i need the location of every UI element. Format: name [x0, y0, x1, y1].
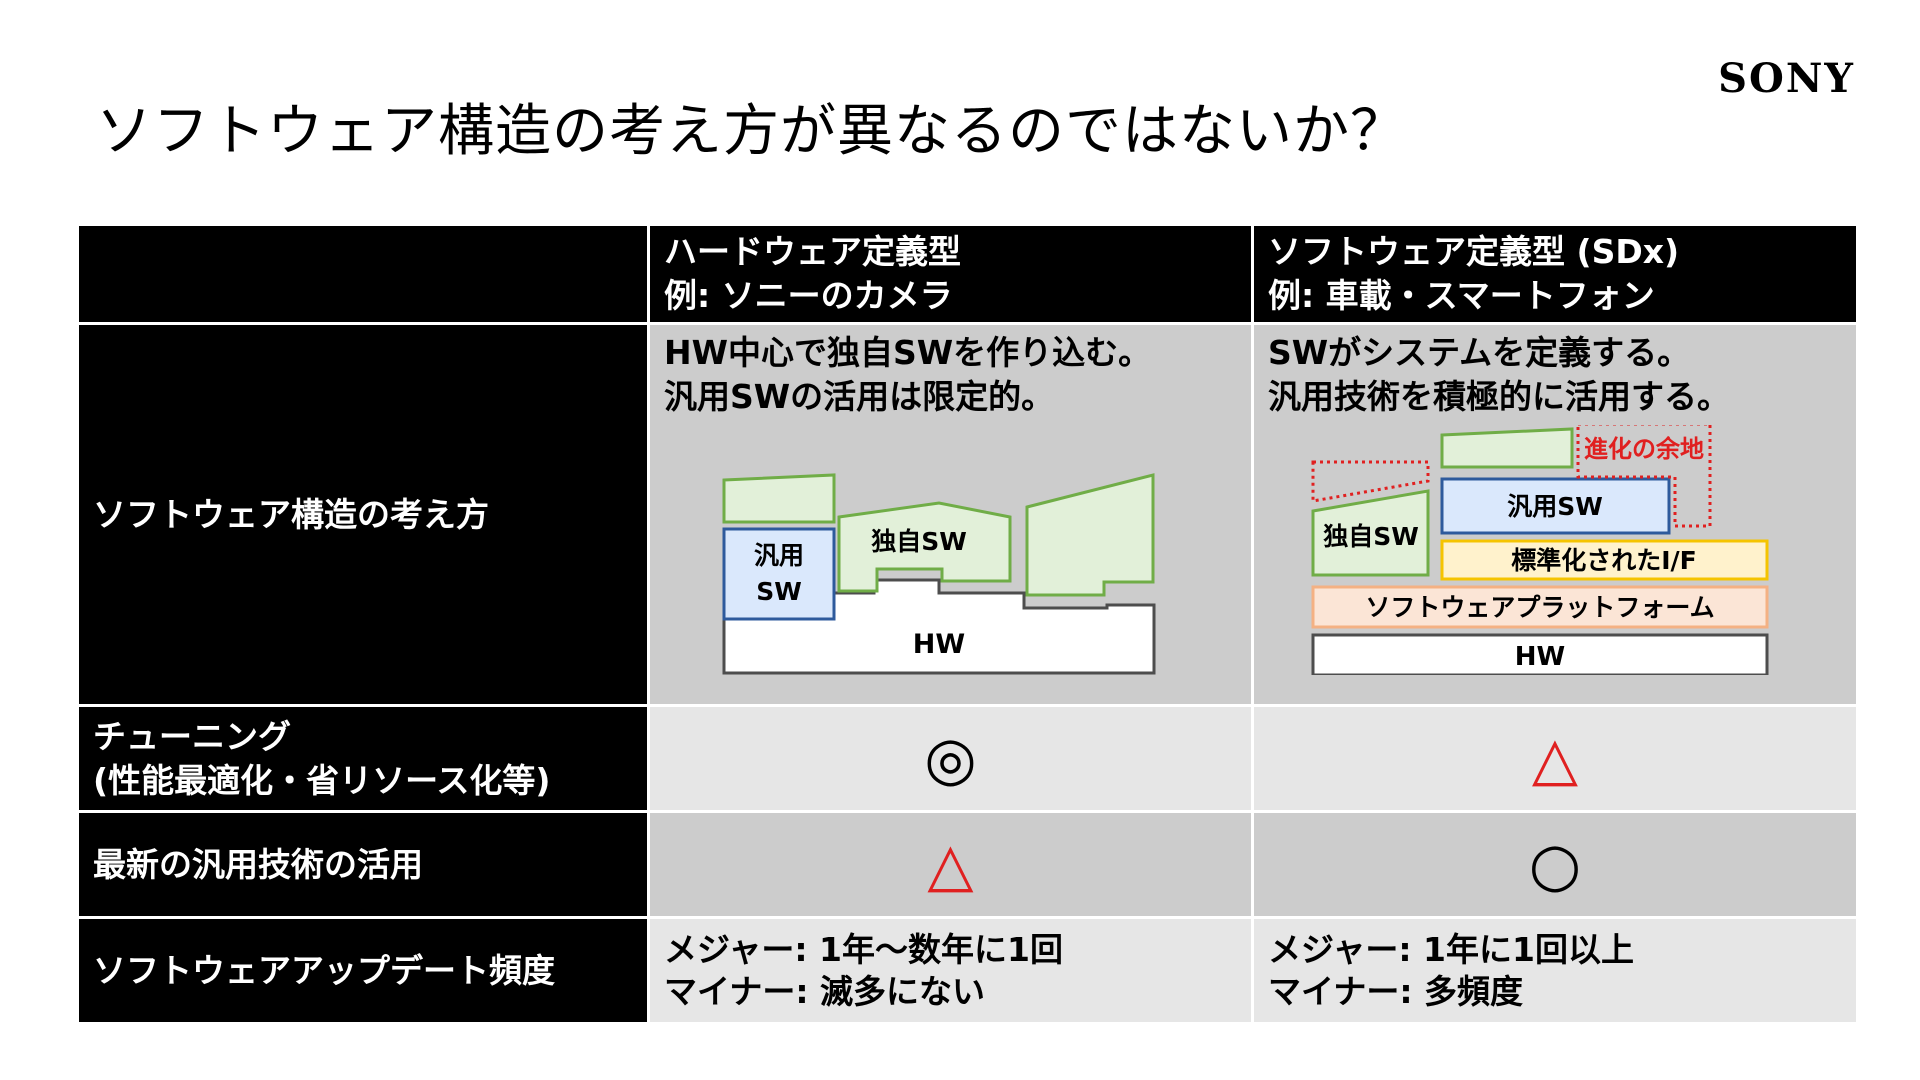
update-hw-major: メジャー: 1年〜数年に1回	[664, 929, 1063, 969]
own-sw-right-block	[1025, 473, 1155, 597]
update-freq-sw-cell: メジャー: 1年に1回以上 マイナー: 多頻度	[1251, 916, 1859, 1025]
platform-block	[1311, 585, 1769, 629]
update-sw-minor: マイナー: 多頻度	[1268, 971, 1524, 1011]
sw-hw-block	[1311, 633, 1769, 675]
latest-tech-row-label: 最新の汎用技術の活用	[76, 810, 650, 919]
header-hw-title: ハードウェア定義型	[664, 232, 961, 271]
sw-hw-label: HW	[1515, 642, 1565, 672]
platform-label: ソフトウェアプラットフォーム	[1365, 593, 1714, 622]
own-sw-top-block	[722, 473, 836, 524]
generic-sw-block	[722, 527, 836, 621]
structure-hw-desc: HW中心で独自SWを作り込む。 汎用SWの活用は限定的。	[664, 325, 1237, 419]
latest-tech-row: 最新の汎用技術の活用 △ ○	[76, 810, 1859, 919]
update-hw-minor: マイナー: 滅多にない	[664, 971, 986, 1011]
tuning-label-line1: チューニング	[93, 716, 291, 756]
room-label: 進化の余地	[1584, 435, 1704, 463]
structure-row-label: ソフトウェア構造の考え方	[76, 322, 650, 707]
header-sw-defined: ソフトウェア定義型 (SDx) 例: 車載・スマートフォン	[1251, 223, 1859, 325]
structure-row: ソフトウェア構造の考え方 HW中心で独自SWを作り込む。 汎用SWの活用は限定的…	[76, 322, 1859, 707]
structure-sw-desc-line2: 汎用技術を積極的に活用する。	[1268, 377, 1730, 416]
tuning-sw-cell: △	[1251, 704, 1859, 813]
std-if-block	[1440, 539, 1769, 581]
page-title: ソフトウェア構造の考え方が異なるのではないか？	[96, 99, 1407, 164]
structure-sw-desc: SWがシステムを定義する。 汎用技術を積極的に活用する。	[1268, 325, 1842, 419]
sw-defined-diagram: HW ソフトウェアプラットフォーム 標準化されたI/F 汎用SW 独自SW 進化…	[1311, 425, 1769, 675]
latest-tech-hw-cell: △	[647, 810, 1254, 919]
structure-hw-cell: HW中心で独自SWを作り込む。 汎用SWの活用は限定的。 HW 汎用 SW 独自…	[647, 322, 1254, 707]
generic-sw-label-sdx: 汎用SW	[1507, 492, 1603, 521]
generic-sw-top-block	[1440, 427, 1574, 469]
tuning-label-line2: (性能最適化・省リソース化等)	[93, 760, 551, 800]
structure-hw-desc-line1: HW中心で独自SWを作り込む。	[664, 333, 1152, 372]
tuning-row: チューニング (性能最適化・省リソース化等) ◎ △	[76, 704, 1859, 813]
generic-sw-label-2: SW	[756, 577, 802, 606]
triangle-icon: △	[927, 829, 974, 900]
update-freq-row-label: ソフトウェアアップデート頻度	[76, 916, 650, 1025]
tuning-hw-cell: ◎	[647, 704, 1254, 813]
sony-logo: SONY	[1718, 55, 1855, 102]
own-sw-block-sdx	[1311, 489, 1430, 577]
latest-tech-sw-cell: ○	[1251, 810, 1859, 919]
own-sw-label-sdx: 独自SW	[1323, 522, 1419, 551]
own-sw-block	[837, 501, 1012, 593]
room-outline-right	[1576, 425, 1712, 528]
generic-sw-label-1: 汎用	[754, 541, 804, 570]
structure-sw-cell: SWがシステムを定義する。 汎用技術を積極的に活用する。 HW ソフトウェアプラ…	[1251, 322, 1859, 707]
update-sw-major: メジャー: 1年に1回以上	[1268, 929, 1634, 969]
structure-hw-desc-line2: 汎用SWの活用は限定的。	[664, 377, 1055, 416]
header-hw-defined: ハードウェア定義型 例: ソニーのカメラ	[647, 223, 1254, 325]
tuning-row-label: チューニング (性能最適化・省リソース化等)	[76, 704, 650, 813]
std-if-label: 標準化されたI/F	[1511, 546, 1697, 575]
room-outline-left	[1311, 460, 1430, 503]
header-empty-cell	[76, 223, 650, 325]
structure-sw-desc-line1: SWがシステムを定義する。	[1268, 333, 1691, 372]
header-hw-example: 例: ソニーのカメラ	[664, 276, 953, 315]
hw-base-label: HW	[913, 629, 965, 660]
hw-defined-diagram: HW 汎用 SW 独自SW	[722, 473, 1156, 675]
generic-sw-block-sdx	[1440, 477, 1671, 535]
table-header-row: ハードウェア定義型 例: ソニーのカメラ ソフトウェア定義型 (SDx) 例: …	[76, 223, 1859, 325]
update-freq-hw-cell: メジャー: 1年〜数年に1回 マイナー: 滅多にない	[647, 916, 1254, 1025]
circle-icon: ○	[1528, 829, 1582, 900]
own-sw-label: 独自SW	[871, 527, 967, 556]
update-freq-row: ソフトウェアアップデート頻度 メジャー: 1年〜数年に1回 マイナー: 滅多にな…	[76, 916, 1859, 1025]
comparison-table: ハードウェア定義型 例: ソニーのカメラ ソフトウェア定義型 (SDx) 例: …	[76, 223, 1859, 1025]
header-sw-example: 例: 車載・スマートフォン	[1268, 276, 1655, 315]
triangle-icon: △	[1531, 723, 1579, 794]
header-sw-title: ソフトウェア定義型 (SDx)	[1268, 232, 1680, 271]
double-circle-icon: ◎	[924, 723, 977, 794]
